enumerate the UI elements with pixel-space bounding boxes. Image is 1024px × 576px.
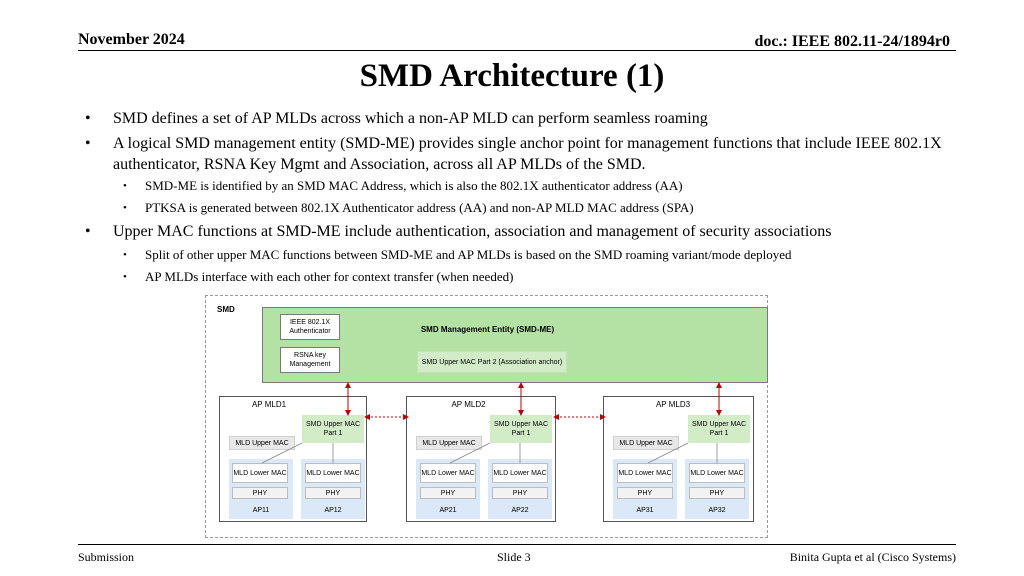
smd-label: SMD: [217, 305, 235, 314]
ap-mld-2-ap-b-label: AP22: [511, 507, 529, 514]
ap-mld-1-mld-upper-mac: MLD Upper MAC: [229, 436, 295, 450]
sub-bullet-dot: •: [123, 271, 127, 283]
bullet-text: A logical SMD management entity (SMD-ME)…: [113, 135, 942, 173]
sub-bullet-dot: •: [123, 249, 127, 261]
ap-mld-1-phy-a: PHY: [232, 487, 288, 499]
ap-mld-1-ap-a-label: AP11: [252, 507, 270, 514]
footer-submission: Submission: [78, 550, 135, 564]
sub-bullet-1-2: • PTKSA is generated between 802.1X Auth…: [123, 199, 945, 217]
footer-slide-number: Slide 3: [497, 550, 531, 564]
ap-mld-3-ap-a-label: AP31: [636, 507, 654, 514]
upper-mac-part2-box: SMD Upper MAC Part 2 (Association anchor…: [417, 351, 567, 373]
bullet-3: • Upper MAC functions at SMD-ME include …: [85, 221, 963, 242]
header-divider: [78, 50, 956, 51]
ap-mld-1-lower-mac-a: MLD Lower MAC: [232, 463, 288, 483]
bullet-dot: •: [85, 223, 91, 240]
sub-bullet-dot: •: [123, 202, 127, 214]
ap-mld-1-lower-mac-b: MLD Lower MAC: [305, 463, 361, 483]
ap-mld-3-ap-b-label: AP32: [708, 507, 726, 514]
ap-mld-2-phy-b: PHY: [492, 487, 548, 499]
ap-mld-2-upper-part1: SMD Upper MAC Part 1: [490, 415, 552, 443]
upper-lower-link-2a: [449, 442, 491, 464]
footer-divider: [78, 544, 956, 545]
sub-bullet-text: AP MLDs interface with each other for co…: [145, 269, 514, 284]
footer-author: Binita Gupta et al (Cisco Systems): [789, 550, 956, 564]
sub-bullet-1-1: • SMD-ME is identified by an SMD MAC Add…: [123, 177, 945, 195]
ap-mld-2-ap-a-label: AP21: [439, 507, 457, 514]
bullet-2: • A logical SMD management entity (SMD-M…: [85, 133, 958, 175]
authenticator-box: IEEE 802.1X Authenticator: [280, 314, 340, 340]
upper-lower-link-1a: [261, 442, 303, 464]
ap-mld-1-upper-part1: SMD Upper MAC Part 1: [302, 415, 364, 443]
ap-mld-3-lower-mac-a: MLD Lower MAC: [617, 463, 673, 483]
ap-mld-3-label: AP MLD3: [655, 400, 691, 409]
sub-bullet-text: SMD-ME is identified by an SMD MAC Addre…: [145, 178, 683, 193]
sub-bullet-2-2: • AP MLDs interface with each other for …: [123, 268, 945, 286]
ap-mld-3-phy-a: PHY: [617, 487, 673, 499]
slide-title: SMD Architecture (1): [359, 58, 665, 94]
ap-mld-3-lower-mac-b: MLD Lower MAC: [689, 463, 745, 483]
ap-mld-1-ap-b-label: AP12: [324, 507, 342, 514]
bullet-1: • SMD defines a set of AP MLDs across wh…: [85, 108, 963, 129]
bullet-text: SMD defines a set of AP MLDs across whic…: [113, 110, 708, 127]
bullet-dot: •: [85, 110, 91, 127]
smd-diagram: [205, 295, 768, 538]
ap-mld-2-label: AP MLD2: [451, 400, 486, 409]
ap-mld-2-lower-mac-b: MLD Lower MAC: [492, 463, 548, 483]
sub-bullet-2-1: • Split of other upper MAC functions bet…: [123, 246, 945, 264]
ap-mld-2-lower-mac-a: MLD Lower MAC: [420, 463, 476, 483]
ap-mld-2-mld-upper-mac: MLD Upper MAC: [416, 436, 482, 450]
ap-mld-1-phy-b: PHY: [305, 487, 361, 499]
sub-bullet-text: PTKSA is generated between 802.1X Authen…: [145, 200, 694, 215]
sub-bullet-dot: •: [123, 180, 127, 192]
rsna-key-mgmt-box: RSNA key Management: [280, 347, 340, 373]
header-doc-id: doc.: IEEE 802.11-24/1894r0: [754, 33, 950, 50]
bullet-text: Upper MAC functions at SMD-ME include au…: [113, 223, 832, 240]
ap-mld-2-phy-a: PHY: [420, 487, 476, 499]
upper-lower-link-3a: [647, 442, 689, 464]
ap-mld-3-mld-upper-mac: MLD Upper MAC: [613, 436, 679, 450]
ap-mld-3-phy-b: PHY: [689, 487, 745, 499]
ap-mld-1-label: AP MLD1: [251, 400, 287, 409]
header-date: November 2024: [78, 31, 185, 48]
bullet-dot: •: [85, 135, 91, 152]
smd-me-title: SMD Management Entity (SMD-ME): [420, 325, 555, 334]
sub-bullet-text: Split of other upper MAC functions betwe…: [145, 247, 792, 262]
ap-mld-3-upper-part1: SMD Upper MAC Part 1: [688, 415, 750, 443]
